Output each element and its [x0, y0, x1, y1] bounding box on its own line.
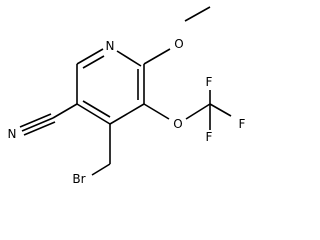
bond-o-cf3: [185, 103, 211, 120]
nitrile-nitrogen-label: N: [8, 127, 17, 141]
bond-nitrile-triple-2: [19, 113, 52, 128]
bond-c3-c4: [109, 103, 145, 125]
fluorine-bottom-label: F: [206, 130, 213, 144]
bond-c6-n-inner: [82, 55, 105, 69]
bond-o-methyl: [184, 6, 211, 22]
bond-ch2-br: [91, 163, 111, 176]
methoxy-oxygen-label: O: [174, 37, 183, 51]
bond-c4-c5: [76, 103, 111, 125]
bond-nitrile-triple-1: [21, 117, 54, 132]
fluorine-right-label: F: [239, 117, 246, 131]
molecule-structure: N O O F F F N Br: [8, 6, 246, 186]
bromine-label: Br: [72, 172, 85, 186]
fluorine-top-label: F: [206, 75, 213, 89]
bond-c4-c5-inner: [82, 100, 111, 118]
bond-c-f-right: [209, 103, 232, 117]
bond-c5-c-nitrile: [52, 103, 78, 119]
bond-c6-n: [76, 48, 104, 65]
bond-n-c2: [116, 50, 142, 67]
bond-nitrile-triple-3: [23, 121, 56, 136]
bond-c3-o-trifluoromethoxy: [143, 103, 170, 120]
ring-nitrogen-label: N: [106, 39, 115, 53]
bond-c2-o-methoxy: [143, 48, 171, 65]
trifluoromethoxy-oxygen-label: O: [173, 117, 182, 131]
